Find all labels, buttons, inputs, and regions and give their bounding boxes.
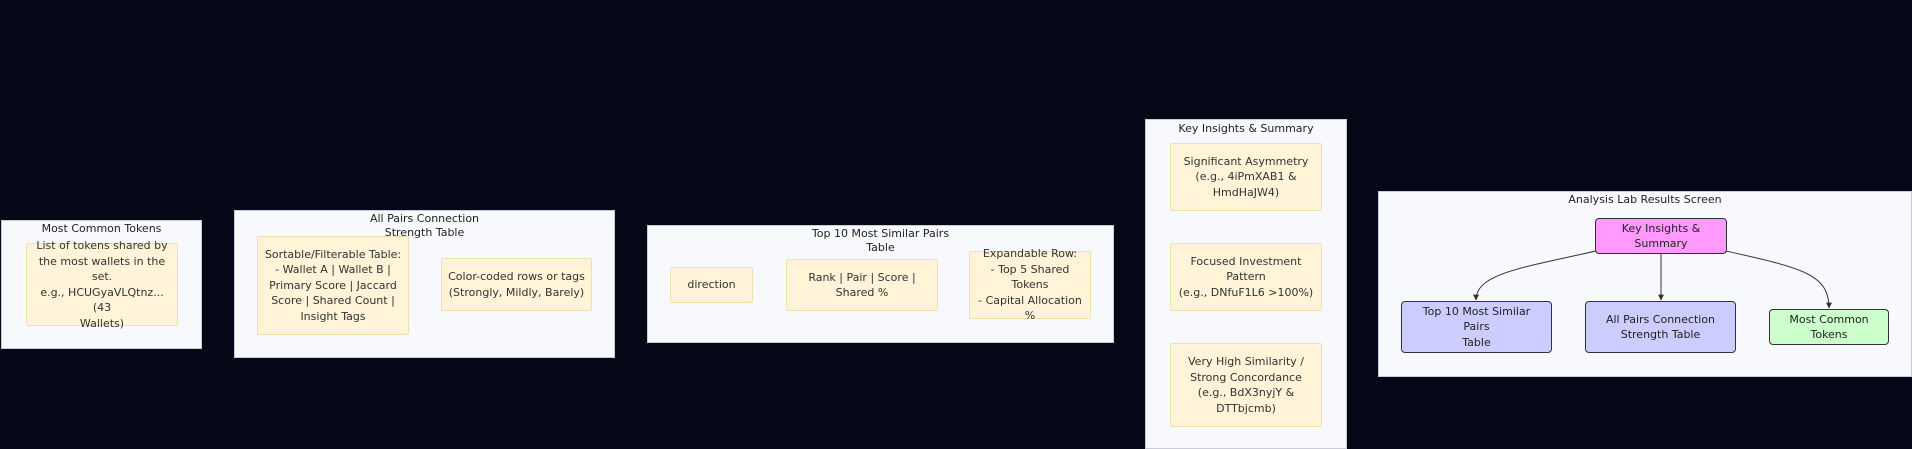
key-insights-node[interactable]: Key Insights & Summary xyxy=(1595,218,1727,254)
most-common-tokens-node[interactable]: Most Common Tokens xyxy=(1769,309,1889,345)
asymmetry-note: Significant Asymmetry (e.g., 4iPmXAB1 & … xyxy=(1170,143,1322,211)
tokens-list-note: List of tokens shared by the most wallet… xyxy=(26,239,178,330)
color-coded-rows-note: Color-coded rows or tags (Strongly, Mild… xyxy=(441,258,592,311)
focused-investment-note: Focused Investment Pattern (e.g., DNfuF1… xyxy=(1170,243,1322,311)
expandable-row-note: Expandable Row: - Top 5 Shared Tokens - … xyxy=(969,247,1091,322)
key-insights-panel: Key Insights & Summary Significant Asymm… xyxy=(1145,119,1347,449)
panel-title: Top 10 Most Similar Pairs Table xyxy=(811,227,950,254)
analysis-lab-panel: Analysis Lab Results Screen Key Insights… xyxy=(1378,191,1912,377)
most-common-tokens-panel: Most Common Tokens List of tokens shared… xyxy=(1,220,202,349)
all-pairs-node[interactable]: All Pairs Connection Strength Table xyxy=(1585,301,1736,353)
top10-similar-pairs-panel: Top 10 Most Similar Pairs Table directio… xyxy=(647,225,1114,343)
top10-pairs-node[interactable]: Top 10 Most Similar Pairs Table xyxy=(1401,301,1552,353)
panel-title: All Pairs Connection Strength Table xyxy=(369,212,480,239)
panel-title: Most Common Tokens xyxy=(41,222,162,235)
panel-title: Key Insights & Summary xyxy=(1178,122,1314,135)
table-columns-note: Rank | Pair | Score | Shared % xyxy=(786,259,938,311)
all-pairs-connection-panel: All Pairs Connection Strength Table Sort… xyxy=(234,210,615,358)
direction-note: direction xyxy=(670,267,753,303)
high-similarity-note: Very High Similarity / Strong Concordanc… xyxy=(1170,343,1322,427)
panel-title: Analysis Lab Results Screen xyxy=(1568,193,1722,206)
sortable-table-note: Sortable/Filterable Table: - Wallet A | … xyxy=(257,236,409,335)
